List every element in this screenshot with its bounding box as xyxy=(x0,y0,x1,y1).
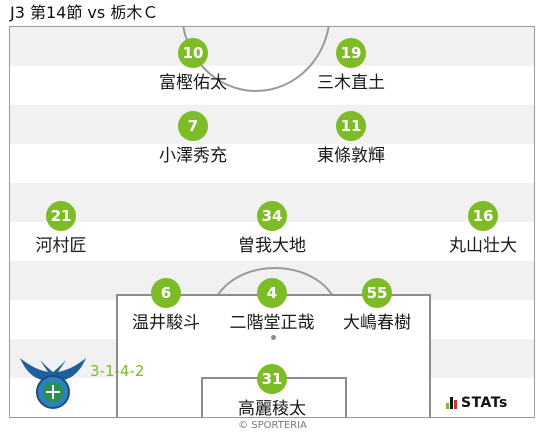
copyright-credit: © SPORTERIA xyxy=(238,420,307,431)
player-number-badge: 11 xyxy=(336,111,366,141)
player-name: 大嶋春樹 xyxy=(343,313,411,333)
player-mf-right[interactable]: 16 丸山壮大 xyxy=(428,201,538,257)
player-number-badge: 7 xyxy=(178,111,208,141)
stats-brand: STATs xyxy=(461,395,508,411)
pitch-stripe xyxy=(10,105,534,144)
stats-logo: STATs xyxy=(446,395,508,411)
pitch xyxy=(9,26,535,418)
player-df-right[interactable]: 55 大嶋春樹 xyxy=(322,278,432,334)
player-fw-right[interactable]: 19 三木直土 xyxy=(296,38,406,94)
player-df-left[interactable]: 6 温井駿斗 xyxy=(111,278,221,334)
player-number-badge: 55 xyxy=(362,278,392,308)
formation-label: 3-1-4-2 xyxy=(90,362,145,380)
player-fw-left[interactable]: 10 富樫佑太 xyxy=(138,38,248,94)
player-number-badge: 4 xyxy=(257,278,287,308)
player-number-badge: 16 xyxy=(468,201,498,231)
penalty-spot xyxy=(271,335,276,340)
player-name: 河村匠 xyxy=(35,236,87,256)
player-mf-center[interactable]: 34 曽我大地 xyxy=(217,201,327,257)
player-am-right[interactable]: 11 東條敦輝 xyxy=(296,111,406,167)
player-number-badge: 19 xyxy=(336,38,366,68)
player-name: 三木直土 xyxy=(317,73,385,93)
player-number-badge: 34 xyxy=(257,201,287,231)
stats-bars-icon xyxy=(446,397,457,409)
player-name: 丸山壮大 xyxy=(449,236,517,256)
player-name: 東條敦輝 xyxy=(317,146,385,166)
player-number-badge: 21 xyxy=(46,201,76,231)
player-number-badge: 31 xyxy=(257,364,287,394)
player-gk[interactable]: 31 高麗稜太 xyxy=(217,364,327,420)
player-number-badge: 10 xyxy=(178,38,208,68)
player-name: 二階堂正哉 xyxy=(229,313,315,333)
player-name: 温井駿斗 xyxy=(132,313,200,333)
player-number-badge: 6 xyxy=(151,278,181,308)
player-name: 高麗稜太 xyxy=(238,399,306,419)
player-name: 富樫佑太 xyxy=(159,73,227,93)
player-name: 小澤秀充 xyxy=(159,146,227,166)
player-name: 曽我大地 xyxy=(238,236,306,256)
player-mf-left[interactable]: 21 河村匠 xyxy=(6,201,116,257)
player-df-center[interactable]: 4 二階堂正哉 xyxy=(217,278,327,334)
match-title: J3 第14節 vs 栃木Ｃ xyxy=(10,3,159,22)
player-am-left[interactable]: 7 小澤秀充 xyxy=(138,111,248,167)
team-crest-icon xyxy=(20,358,86,409)
